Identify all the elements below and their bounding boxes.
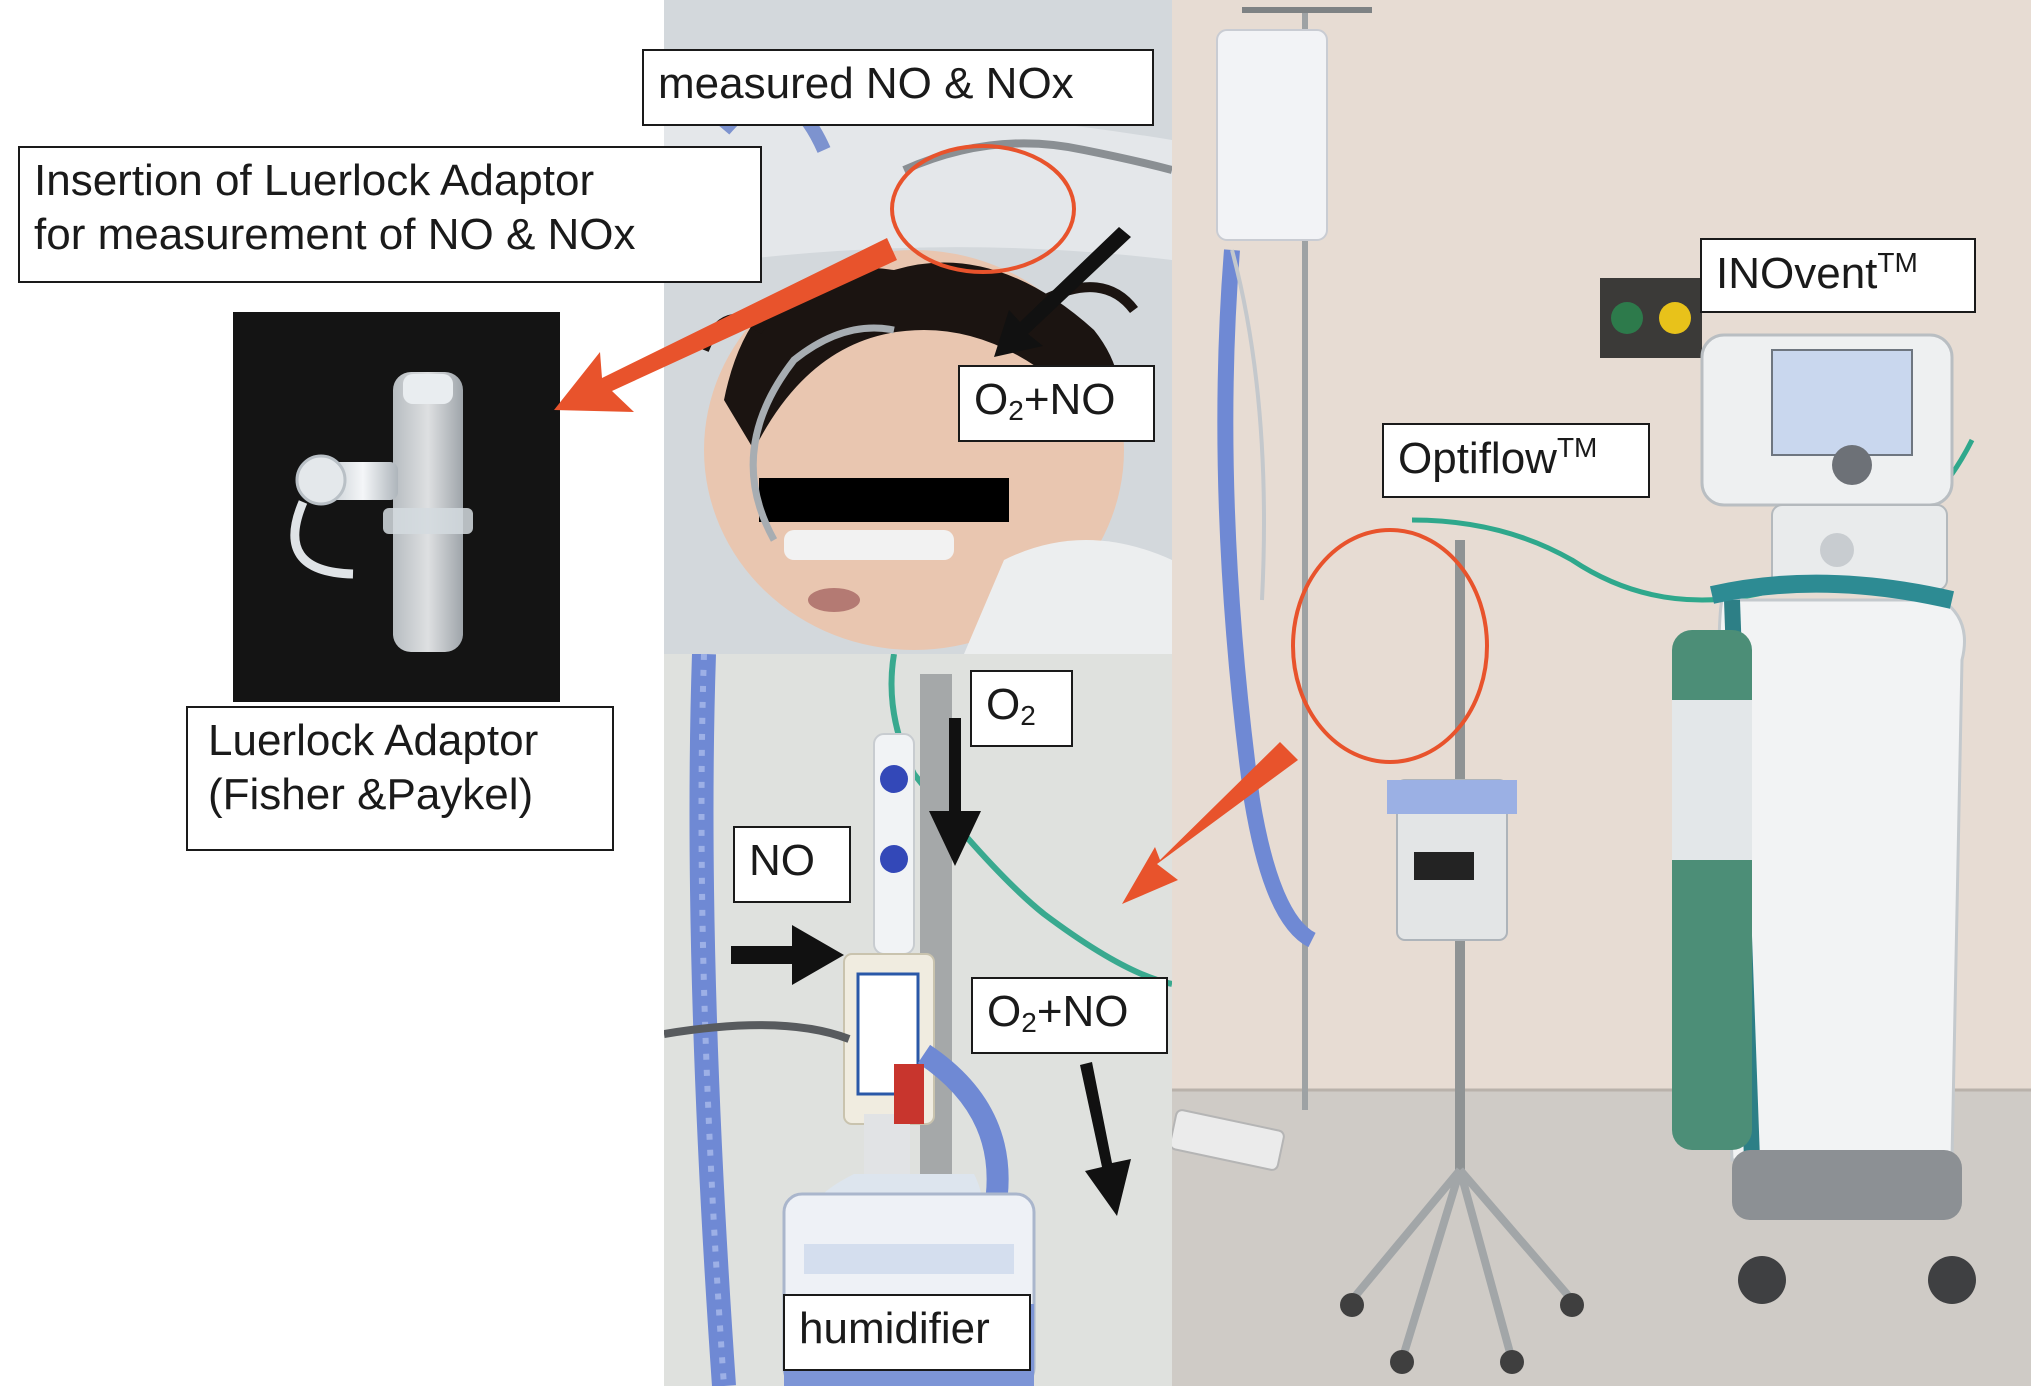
o2-no-label-bottom: O2+NO — [971, 977, 1168, 1054]
room-photo — [1172, 0, 2031, 1386]
humidifier-illustration — [664, 654, 1172, 1386]
o2-no-top-base: O — [974, 375, 1009, 424]
o2-no-bottom-rest: +NO — [1036, 987, 1129, 1036]
inovent-label: INOventTM — [1700, 238, 1976, 313]
no-text: NO — [749, 836, 815, 885]
insertion-line-1: Insertion of Luerlock Adaptor — [34, 156, 595, 205]
luerlock-adaptor-label: Luerlock Adaptor (Fisher &Paykel) — [186, 706, 614, 851]
inovent-base: INOvent — [1716, 249, 1878, 298]
adaptor-illustration — [290, 372, 473, 652]
adaptor-line-1: Luerlock Adaptor — [208, 716, 539, 765]
measured-no-nox-text: measured NO & NOx — [658, 59, 1074, 108]
adaptor-photo — [233, 312, 560, 702]
o2-no-top-subscript: 2 — [1008, 395, 1024, 426]
no-label: NO — [733, 826, 851, 903]
o2-no-bottom-subscript: 2 — [1021, 1007, 1037, 1038]
o2-no-top-rest: +NO — [1023, 375, 1116, 424]
insertion-line-2: for measurement of NO & NOx — [34, 209, 636, 259]
insertion-label: Insertion of Luerlock Adaptor for measur… — [18, 146, 762, 283]
o2-no-label-top: O2+NO — [958, 365, 1155, 442]
optiflow-trademark: TM — [1556, 432, 1598, 463]
o2-subscript: 2 — [1020, 700, 1036, 731]
o2-no-bottom-base: O — [987, 987, 1022, 1036]
measured-no-nox-label: measured NO & NOx — [642, 49, 1154, 126]
optiflow-base: Optiflow — [1398, 434, 1557, 483]
humidifier-label: humidifier — [783, 1294, 1031, 1371]
humidifier-text: humidifier — [799, 1304, 990, 1353]
adaptor-line-2: (Fisher &Paykel) — [208, 769, 534, 819]
o2-label: O2 — [970, 670, 1073, 747]
inovent-trademark: TM — [1877, 247, 1918, 278]
room-illustration — [1172, 0, 2031, 1386]
optiflow-label: OptiflowTM — [1382, 423, 1650, 498]
o2-base: O — [986, 680, 1021, 729]
